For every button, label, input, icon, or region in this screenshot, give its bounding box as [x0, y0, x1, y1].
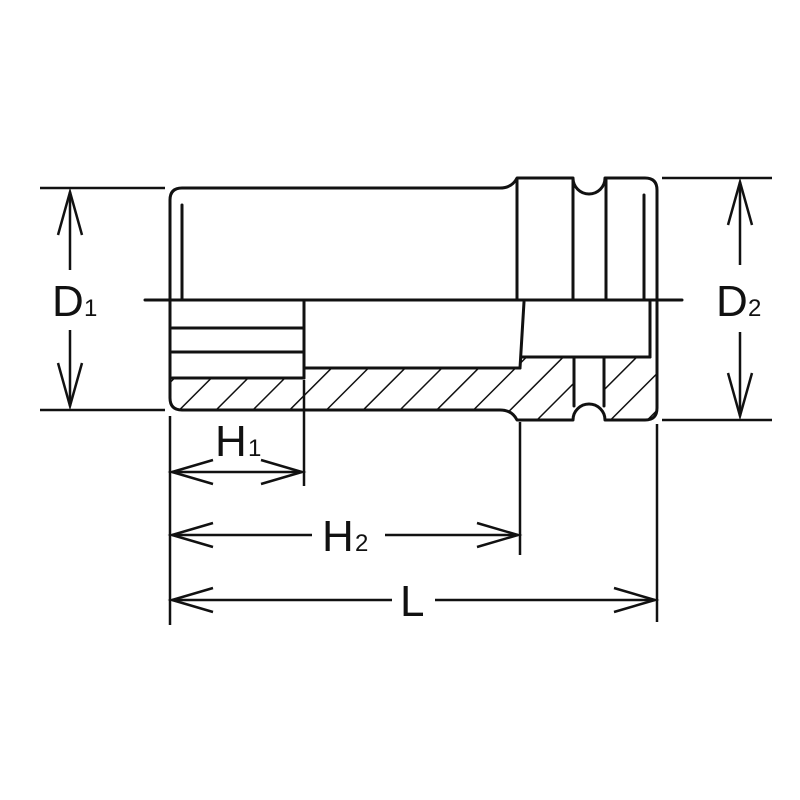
dimension-l: L [167, 577, 660, 626]
label-d2-subscript: 2 [748, 295, 761, 322]
label-h1: H [215, 417, 247, 466]
label-h2-subscript: 2 [355, 530, 368, 557]
socket-inner-lines [170, 178, 652, 408]
label-l: L [400, 577, 424, 626]
dimension-d2: D 2 [716, 177, 761, 421]
socket-outline [168, 176, 659, 422]
label-d1-subscript: 1 [84, 295, 97, 322]
dimension-d1: D 1 [52, 187, 97, 411]
dimension-h2: H 2 [167, 512, 523, 561]
label-d1: D [52, 277, 84, 326]
label-h1-subscript: 1 [248, 435, 261, 462]
label-h2: H [322, 512, 354, 561]
dimension-h1: H 1 [167, 417, 307, 486]
extension-lines [40, 176, 772, 625]
label-d2: D [716, 277, 748, 326]
